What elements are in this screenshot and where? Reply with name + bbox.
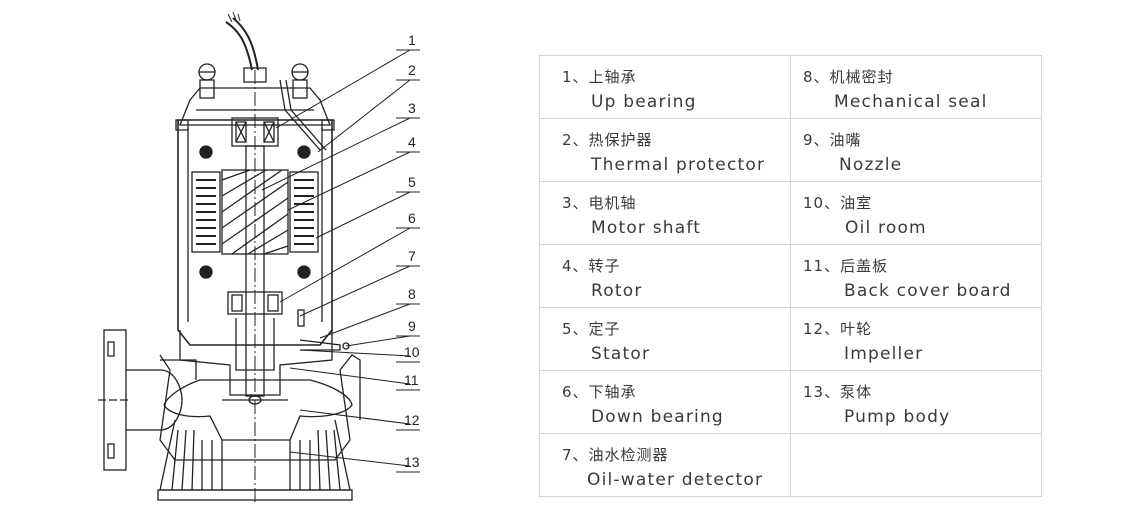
legend-row: 3、电机轴 Motor shaft 10、油室 Oil room: [539, 181, 1042, 245]
part-12-en: Impeller: [844, 344, 924, 364]
callout-11: 11: [404, 372, 419, 388]
legend-cell: 13、泵体 Pump body: [790, 370, 1042, 434]
callout-12: 12: [404, 412, 420, 428]
legend-row: 1、上轴承 Up bearing 8、机械密封 Mechanical seal: [539, 55, 1042, 119]
part-9-en: Nozzle: [839, 155, 903, 175]
legend-cell-empty: [790, 433, 1042, 497]
lifting-lug-left: [198, 63, 216, 99]
callout-6: 6: [408, 210, 416, 226]
legend-cell: 4、转子 Rotor: [539, 244, 791, 308]
part-7-zh: 7、油水检测器: [562, 446, 669, 464]
part-13-zh: 13、泵体: [803, 383, 873, 401]
part-10-en: Oil room: [845, 218, 927, 238]
legend-row: 4、转子 Rotor 11、后盖板 Back cover board: [539, 244, 1042, 308]
callout-5: 5: [408, 174, 416, 190]
power-cable: [225, 21, 253, 71]
legend-cell: 10、油室 Oil room: [790, 181, 1042, 245]
part-11-en: Back cover board: [844, 281, 1012, 301]
callout-13: 13: [404, 454, 420, 470]
lifting-lug-right: [291, 63, 309, 99]
part-5-zh: 5、定子: [562, 320, 621, 338]
callout-9: 9: [408, 318, 416, 334]
part-4-en: Rotor: [591, 281, 643, 301]
part-9-zh: 9、油嘴: [803, 131, 862, 149]
part-8-en: Mechanical seal: [834, 92, 988, 112]
pump-cross-section-drawing: 1 2 3 4 5 6 7 8 9 10 11 12 13: [0, 0, 520, 519]
part-1-zh: 1、上轴承: [562, 68, 637, 86]
part-12-zh: 12、叶轮: [803, 320, 873, 338]
legend-cell: 9、油嘴 Nozzle: [790, 118, 1042, 182]
legend-cell: 11、后盖板 Back cover board: [790, 244, 1042, 308]
part-2-zh: 2、热保护器: [562, 131, 653, 149]
part-3-zh: 3、电机轴: [562, 194, 637, 212]
part-7-en: Oil-water detector: [587, 470, 764, 490]
part-6-en: Down bearing: [591, 407, 724, 427]
callout-10: 10: [404, 344, 420, 360]
legend-cell: 7、油水检测器 Oil-water detector: [539, 433, 791, 497]
part-6-zh: 6、下轴承: [562, 383, 637, 401]
lower-bearing: [227, 291, 283, 315]
part-11-zh: 11、后盖板: [803, 257, 889, 275]
legend-cell: 5、定子 Stator: [539, 307, 791, 371]
parts-legend-table: 1、上轴承 Up bearing 8、机械密封 Mechanical seal …: [539, 55, 1042, 497]
part-5-en: Stator: [591, 344, 651, 364]
legend-cell: 12、叶轮 Impeller: [790, 307, 1042, 371]
part-1-en: Up bearing: [591, 92, 697, 112]
legend-cell: 6、下轴承 Down bearing: [539, 370, 791, 434]
discharge-flange: [98, 329, 197, 471]
legend-row: 2、热保护器 Thermal protector 9、油嘴 Nozzle: [539, 118, 1042, 182]
callout-4: 4: [408, 134, 416, 150]
part-2-en: Thermal protector: [591, 155, 766, 175]
callout-1: 1: [408, 32, 416, 48]
legend-row: 7、油水检测器 Oil-water detector: [539, 433, 1042, 497]
callout-2: 2: [408, 62, 416, 78]
part-13-en: Pump body: [844, 407, 951, 427]
legend-cell: 2、热保护器 Thermal protector: [539, 118, 791, 182]
callout-3: 3: [408, 100, 416, 116]
legend-row: 5、定子 Stator 12、叶轮 Impeller: [539, 307, 1042, 371]
callout-7: 7: [408, 248, 416, 264]
stator-right: [289, 171, 319, 253]
oil-chamber: [179, 330, 333, 396]
legend-row: 6、下轴承 Down bearing 13、泵体 Pump body: [539, 370, 1042, 434]
part-8-zh: 8、机械密封: [803, 68, 894, 86]
legend-cell: 8、机械密封 Mechanical seal: [790, 55, 1042, 119]
legend-cell: 1、上轴承 Up bearing: [539, 55, 791, 119]
part-4-zh: 4、转子: [562, 257, 621, 275]
impeller: [163, 379, 353, 441]
callout-8: 8: [408, 286, 416, 302]
part-10-zh: 10、油室: [803, 194, 873, 212]
part-3-en: Motor shaft: [591, 218, 702, 238]
pump-body-stand: [157, 419, 353, 501]
stator-left: [191, 171, 221, 253]
legend-cell: 3、电机轴 Motor shaft: [539, 181, 791, 245]
